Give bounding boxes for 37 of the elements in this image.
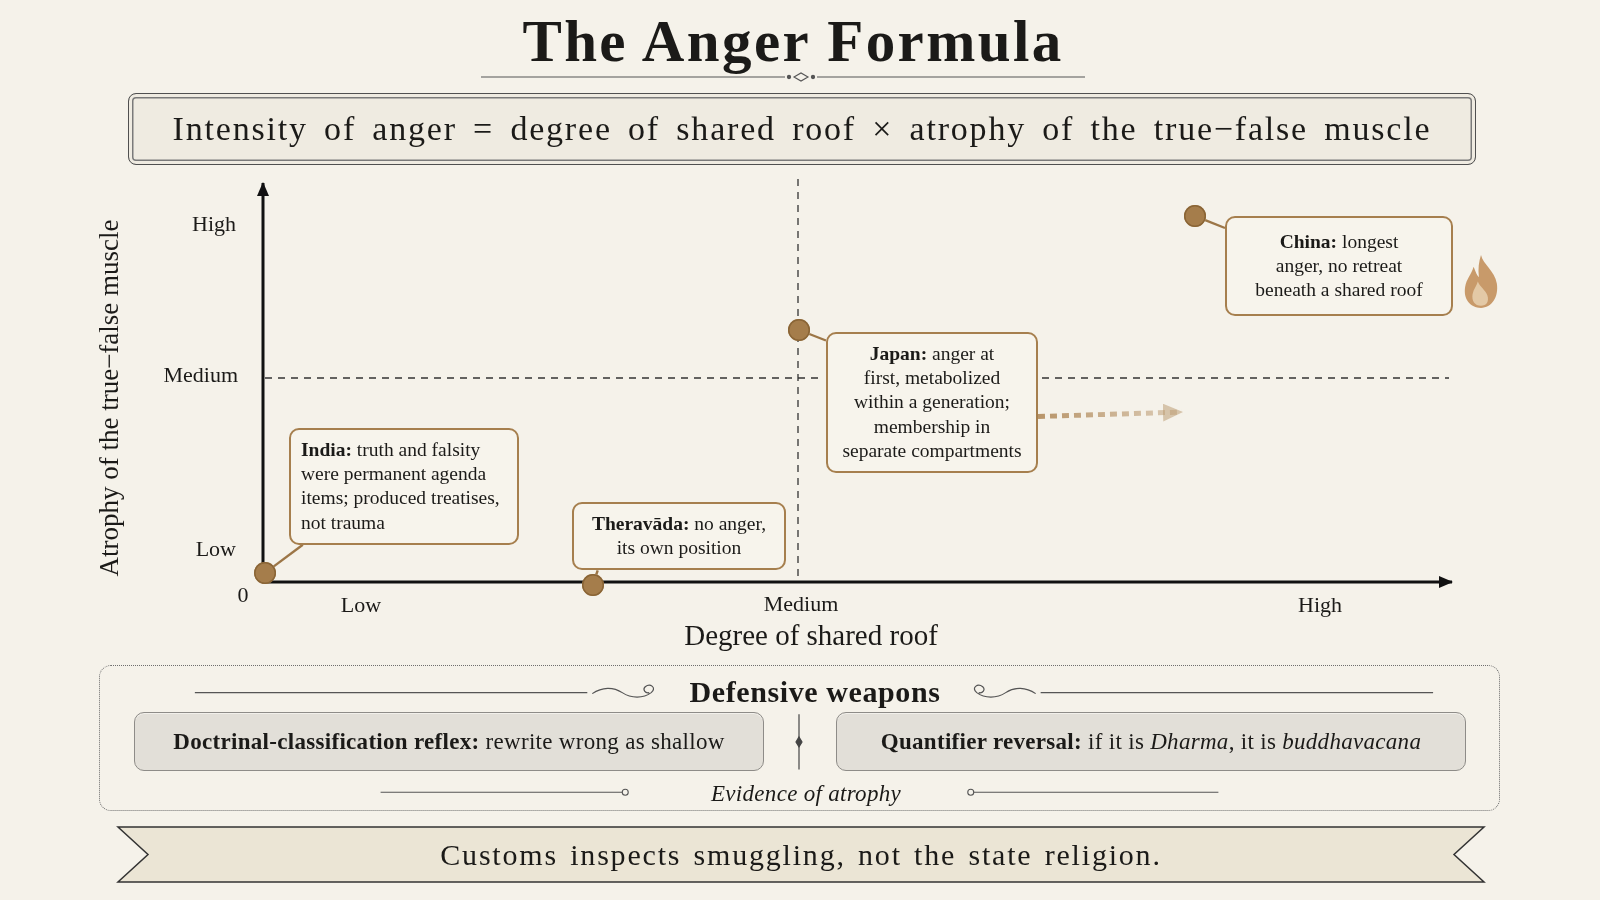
callout-text: Japan: anger at first, metabolized within a generation; membership in separate compartments — [841, 342, 1023, 463]
formula-text: Intensity of anger = degree of shared roof × atrophy of the true−false muscle — [172, 108, 1432, 149]
weapon-text: Quantifier reversal: if it is Dharma, it is buddhavacana — [880, 727, 1422, 756]
tick-label: Medium — [163, 362, 238, 388]
leader-line — [595, 569, 599, 575]
formula-box — [128, 93, 1476, 165]
dot-icon — [254, 562, 276, 584]
diagram-title: The Anger Formula — [522, 8, 1064, 74]
callout-box — [289, 428, 519, 545]
callout-box — [1225, 216, 1453, 316]
panel-caption: Evidence of atrophy — [710, 780, 902, 808]
leader-line — [273, 543, 304, 568]
weapon-text: Doctrinal-classification reflex: rewrite wrong as shallow — [173, 727, 725, 756]
weapon-box — [836, 712, 1466, 771]
banner-text: Customs inspects smuggling, not the state religion. — [440, 836, 1162, 873]
callout-text: Theravāda: no anger, its own position — [590, 512, 768, 561]
axis-title: Degree of shared roof — [684, 619, 938, 653]
ribbon-banner — [117, 826, 1485, 883]
leader-line — [1204, 219, 1226, 230]
leader-line — [808, 332, 827, 342]
tick-label: Low — [340, 592, 382, 618]
axis-title: Atrophy of the true−false muscle — [94, 219, 126, 577]
callout-box — [826, 332, 1038, 473]
tick-label: High — [1298, 592, 1342, 618]
callout-box — [572, 502, 786, 571]
dot-icon — [788, 319, 810, 341]
tick-label: Low — [195, 536, 236, 562]
panel-heading: Defensive weapons — [689, 674, 941, 710]
dot-icon — [582, 574, 604, 596]
callout-text: India: truth and falsity were permanent agenda items; produced treatises, not trauma — [301, 438, 501, 535]
callout-text: China: longest anger, no retreat beneath a shared roof — [1254, 229, 1424, 303]
arrow — [1037, 403, 1183, 422]
tick-label: Medium — [763, 591, 839, 617]
tick-label: 0 — [237, 582, 249, 608]
dot-icon — [1184, 205, 1206, 227]
tick-label: High — [192, 211, 236, 237]
weapon-box — [134, 712, 764, 771]
